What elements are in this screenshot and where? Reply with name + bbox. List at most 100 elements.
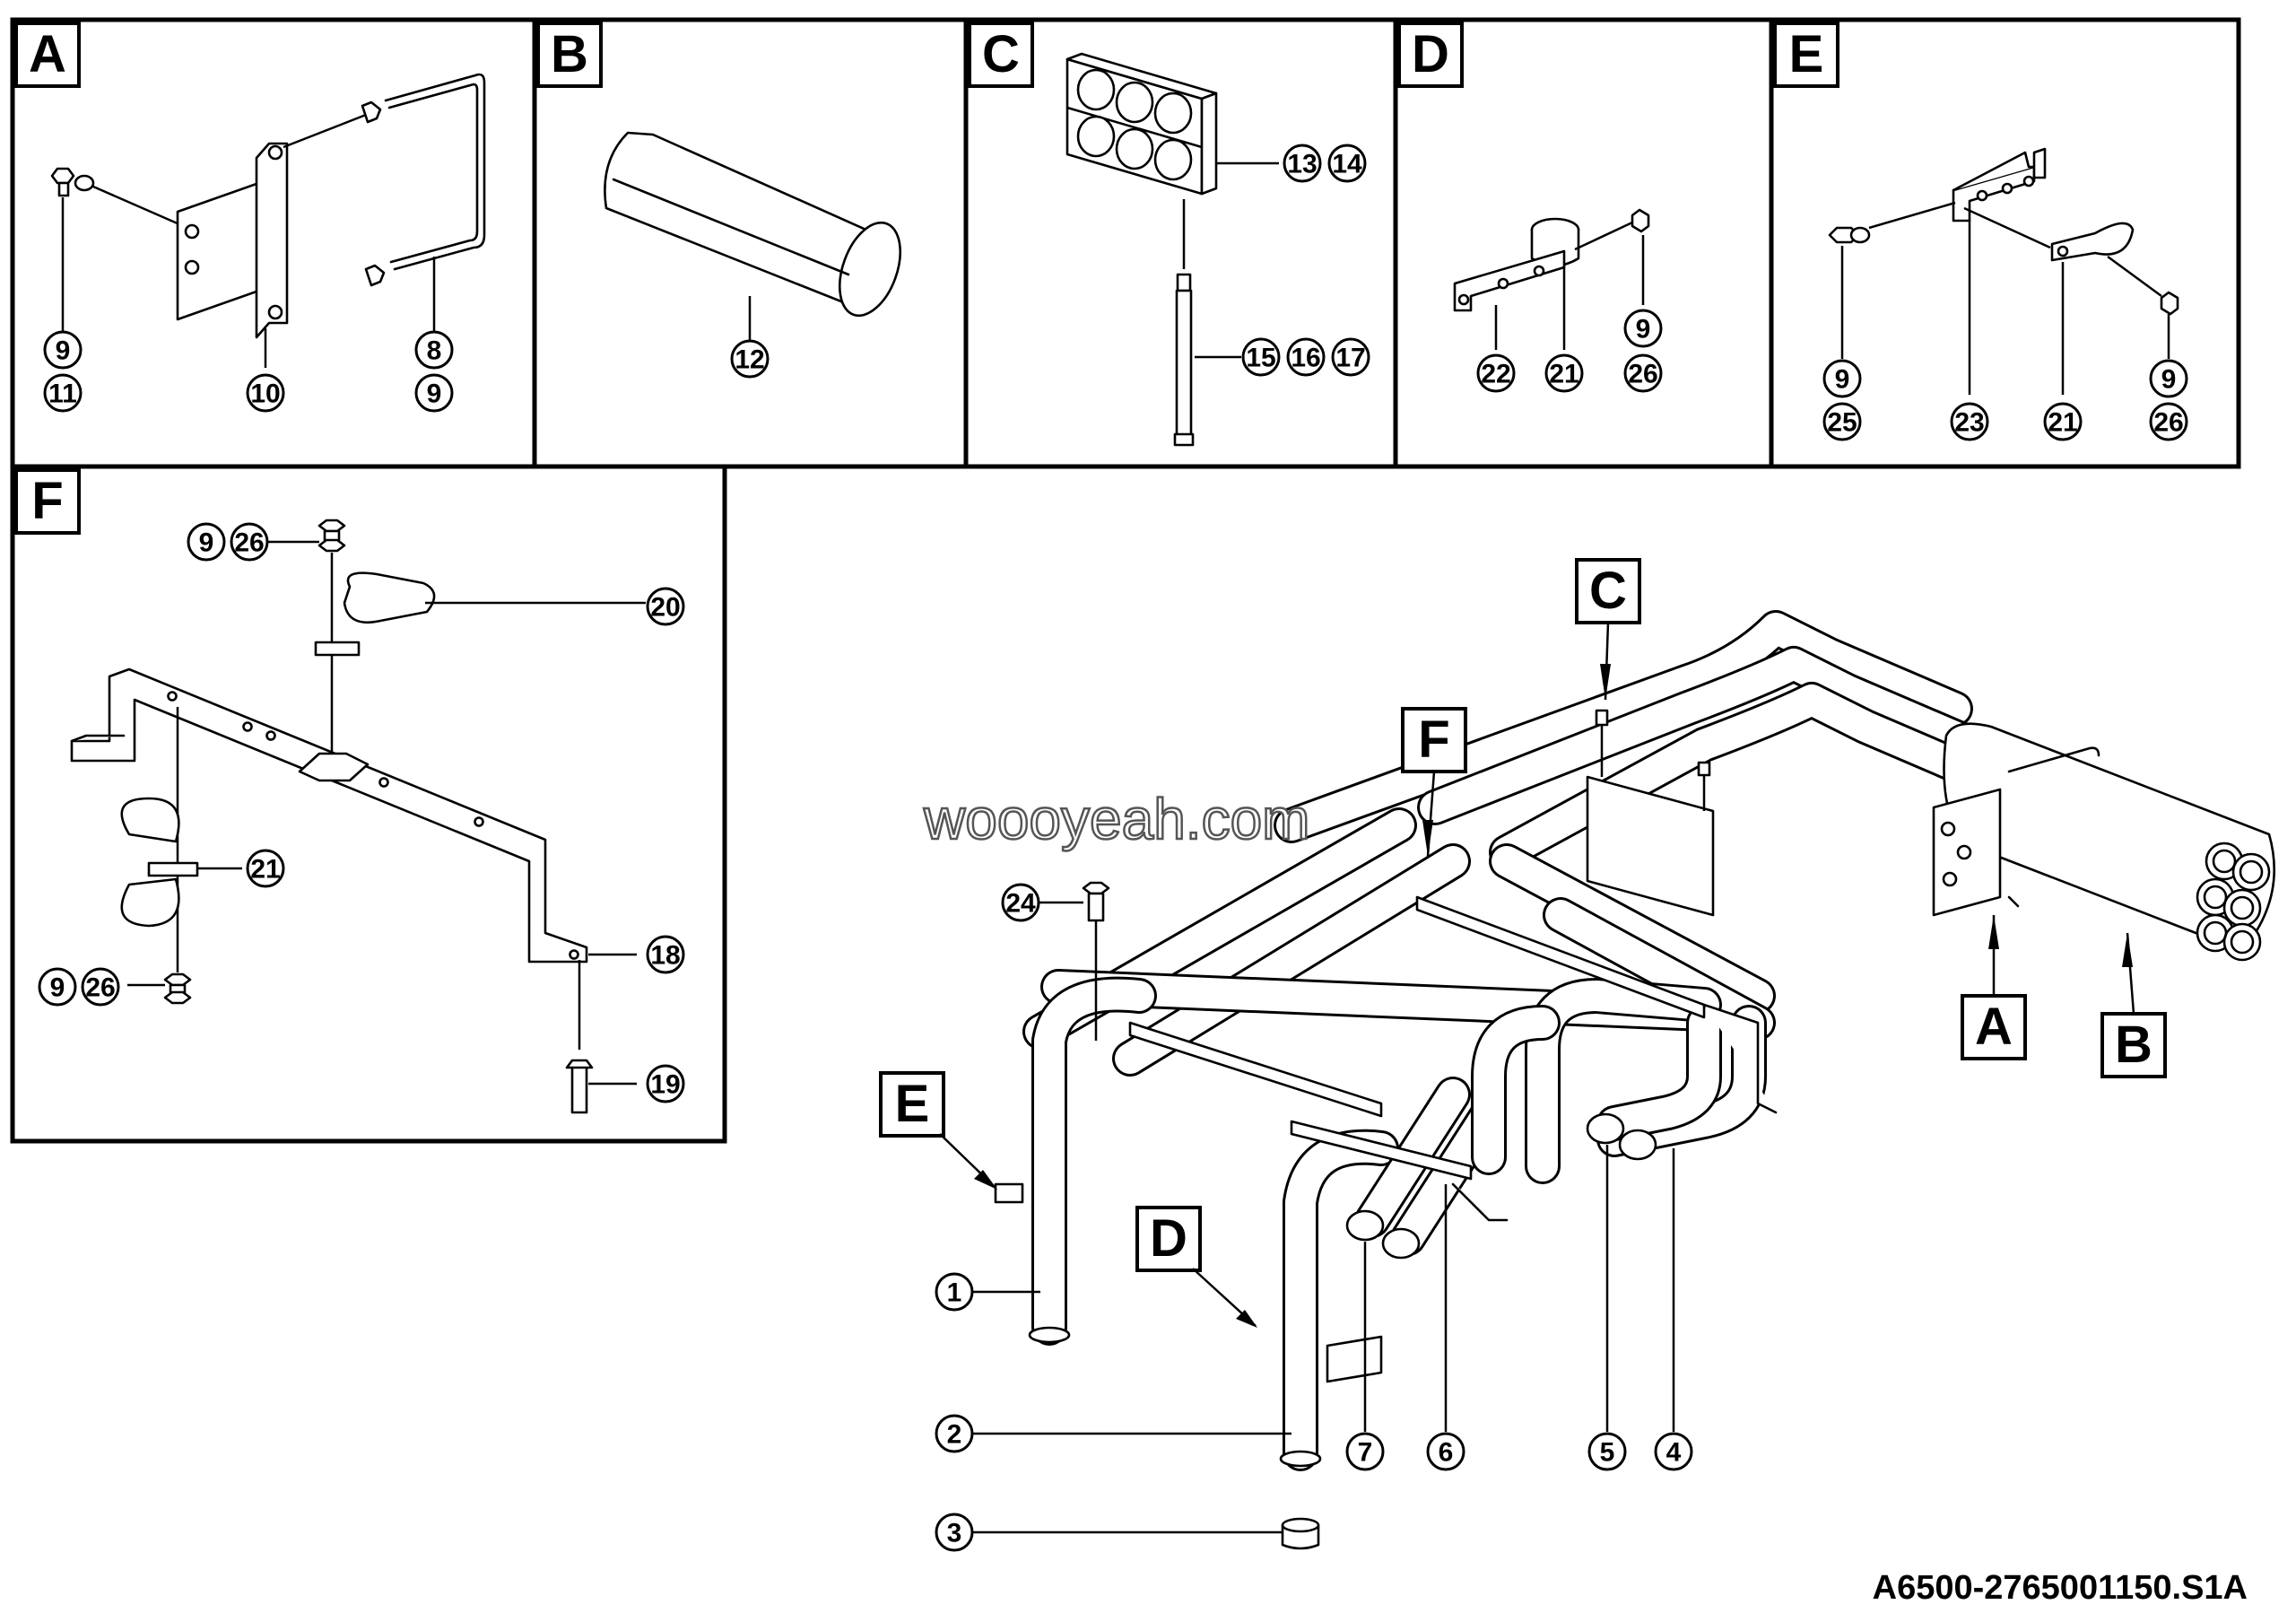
svg-text:26: 26 [85,973,115,1003]
svg-text:9: 9 [199,528,214,558]
callout-main-24: 24 [1001,883,1040,922]
callout-a-10: 10 [246,373,285,413]
svg-text:25: 25 [1827,408,1857,438]
svg-text:10: 10 [250,379,280,409]
svg-text:21: 21 [2048,408,2077,438]
main-pipe-assembly [994,610,2275,1550]
main-leaders [970,901,1675,1534]
callout-c-14: 14 [1327,144,1367,183]
callout-e-26: 26 [2149,402,2188,441]
callout-main-5: 5 [1587,1432,1627,1471]
u-bolt-bracket [1932,746,2100,917]
panel-f-letter: F [31,472,63,530]
view-tag-e-letter: E [895,1075,930,1133]
callout-e-9: 9 [1822,359,1862,398]
svg-text:4: 4 [1666,1438,1682,1468]
svg-text:1: 1 [947,1278,962,1308]
svg-text:9: 9 [56,336,71,366]
callout-f-21: 21 [246,849,285,888]
panel-e-letter: E [1789,25,1824,83]
view-tag-a: A [1961,915,2027,1060]
svg-text:21: 21 [1549,360,1578,389]
svg-text:17: 17 [1335,344,1365,373]
panel-b-letter: B [551,25,588,83]
callout-f-20: 20 [646,587,685,626]
callout-b-12: 12 [730,339,770,379]
panel-a-drawing [50,73,486,368]
callout-d-21: 21 [1544,353,1584,393]
upper-pipe-run [1274,610,2009,870]
svg-text:9: 9 [1636,315,1651,344]
svg-text:12: 12 [735,345,764,375]
panel-f-drawing [70,519,646,1114]
pipe-ends-4-5 [1586,1005,1767,1161]
svg-text:3: 3 [947,1519,962,1548]
svg-text:2: 2 [947,1420,962,1450]
view-tag-c: C [1575,558,1641,701]
panel-d-tag: D [1397,22,1464,88]
svg-text:14: 14 [1332,150,1362,179]
svg-text:20: 20 [650,593,680,623]
callout-main-6: 6 [1426,1432,1465,1471]
clamp-block-c [1586,709,1715,917]
pipe-loop-mid [1471,978,1722,1184]
svg-text:5: 5 [1600,1438,1615,1468]
svg-text:23: 23 [1954,408,1984,438]
bolt-24 [1082,881,1110,1041]
svg-text:9: 9 [2161,365,2177,395]
svg-text:18: 18 [650,941,680,971]
callout-d-26: 26 [1623,353,1663,393]
callout-d-9: 9 [1623,309,1663,348]
pipe-drop-1 [1028,976,1157,1346]
svg-text:16: 16 [1291,344,1320,373]
callout-c-15: 15 [1241,337,1281,377]
callout-e-25: 25 [1822,402,1862,441]
view-tag-c-letter: C [1589,562,1627,620]
callout-e-23: 23 [1950,402,1989,441]
svg-text:26: 26 [2153,408,2183,438]
callout-e-9b: 9 [2149,359,2188,398]
panel-a-letter: A [29,25,66,83]
view-tag-b: B [2100,932,2167,1078]
panel-e-tag: E [1773,22,1839,88]
callout-c-16: 16 [1286,337,1326,377]
panel-b-tag: B [536,22,603,88]
detail-panels: A B C D E F [10,17,2241,1144]
callout-main-7: 7 [1345,1432,1385,1471]
svg-text:26: 26 [234,528,264,558]
panel-d-drawing [1453,208,1650,350]
view-tag-d: D [1135,1206,1257,1328]
svg-text:21: 21 [250,855,280,885]
view-tag-a-letter: A [1975,998,2013,1056]
panel-b-drawing [604,131,902,343]
svg-text:6: 6 [1439,1438,1454,1468]
svg-text:26: 26 [1628,360,1657,389]
callout-f-19: 19 [646,1064,685,1103]
watermark-text: woooyeah.com [923,787,1309,851]
callout-a-11: 11 [43,373,83,413]
svg-text:9: 9 [50,973,65,1003]
panel-d-letter: D [1412,25,1449,83]
callouts: 9 11 10 8 9 12 13 14 15 16 17 22 21 9 26… [38,144,2188,1552]
callout-f-18: 18 [646,935,685,974]
callout-main-2: 2 [935,1414,974,1453]
view-tag-e: E [879,1071,997,1190]
svg-text:24: 24 [1005,889,1036,919]
callout-f-9a: 9 [187,522,226,562]
view-tag-f: F [1401,707,1467,857]
callout-f-9b: 9 [38,967,77,1007]
callout-main-1: 1 [935,1272,974,1312]
svg-text:8: 8 [427,336,442,366]
svg-text:7: 7 [1358,1438,1373,1468]
svg-text:19: 19 [650,1070,680,1100]
panel-a-tag: A [14,22,81,88]
panel-c-tag: C [968,22,1034,88]
callout-d-22: 22 [1476,353,1516,393]
view-tag-f-letter: F [1418,711,1449,769]
support-brackets [994,895,1778,1383]
panel-c-letter: C [982,25,1020,83]
callout-main-4: 4 [1654,1432,1693,1471]
view-tag-d-letter: D [1150,1209,1187,1268]
svg-text:13: 13 [1287,150,1317,179]
svg-text:9: 9 [1835,365,1850,395]
